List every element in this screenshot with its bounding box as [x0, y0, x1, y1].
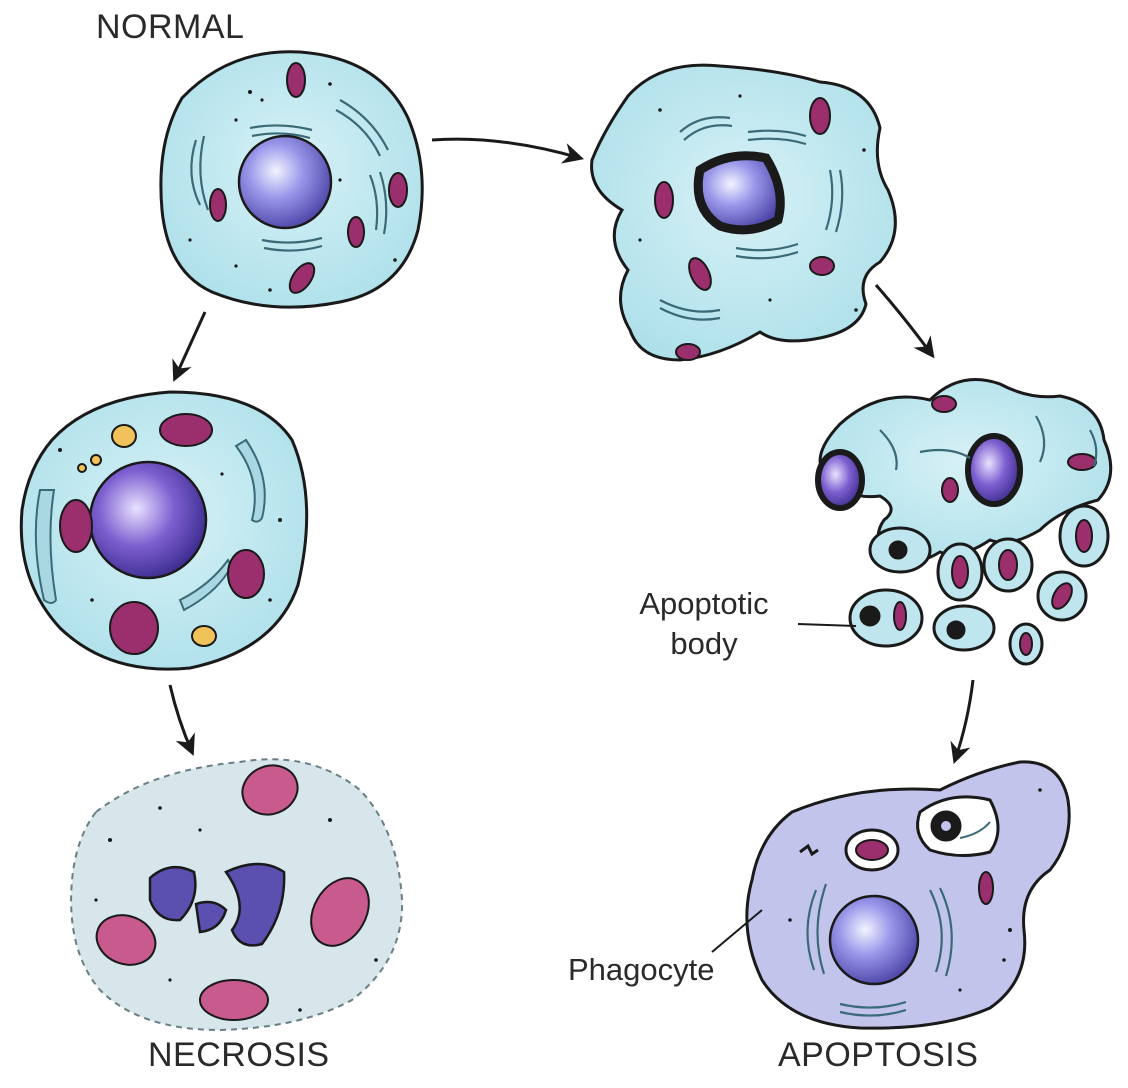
arrow-shrinking-to-fragmentation: [876, 285, 932, 355]
swelling-cell-nucleus: [90, 462, 206, 578]
fragmenting-cell: [798, 380, 1111, 664]
phagocyte-cell: [712, 762, 1069, 1028]
arrow-fragmentation-to-phagocytosis: [955, 680, 973, 760]
phagocyte-nucleus: [830, 896, 918, 984]
arrow-normal-to-swelling: [175, 312, 205, 378]
normal-cell-nucleus: [239, 136, 331, 228]
label-apoptosis: APOPTOSIS: [778, 1036, 978, 1075]
shrinking-cell-nucleus: [698, 156, 780, 230]
label-apoptotic-body: Apoptotic body: [620, 584, 788, 664]
apoptotic-body-pointer: [798, 624, 856, 626]
arrow-swelling-to-necrosis: [170, 685, 192, 752]
normal-cell: [161, 52, 422, 307]
swelling-cell: [21, 392, 306, 669]
arrow-normal-to-shrinking: [432, 139, 580, 158]
label-apoptotic-body-line2: body: [620, 624, 788, 664]
shrinking-cell: [592, 65, 896, 360]
label-apoptotic-body-line1: Apoptotic: [620, 584, 788, 624]
phagocyte-mitochondria: [979, 872, 993, 904]
phagocyte-membrane: [747, 762, 1069, 1028]
label-normal: NORMAL: [96, 8, 244, 47]
label-phagocyte: Phagocyte: [568, 950, 715, 990]
label-necrosis: NECROSIS: [148, 1036, 330, 1075]
necrotic-cell: [71, 758, 402, 1030]
